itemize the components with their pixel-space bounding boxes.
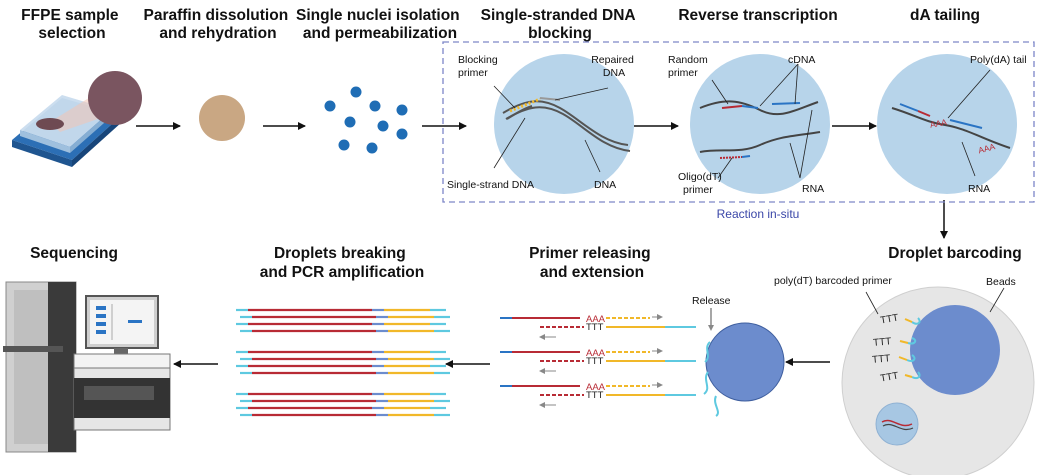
da-leaders <box>947 69 991 177</box>
label-repaired-dna: Repaired DNA <box>591 54 637 79</box>
label-oligo-dt: Oligo(dT) primer <box>678 171 725 196</box>
svg-text:TTT: TTT <box>586 390 604 401</box>
svg-text:AAA: AAA <box>977 141 996 155</box>
isolated-nuclei <box>324 86 408 154</box>
svg-text:AAA: AAA <box>586 348 606 359</box>
reaction-insitu-label: Reaction in-situ <box>717 207 800 221</box>
svg-text:AAA: AAA <box>586 382 606 393</box>
sequencer-illustration <box>3 281 171 453</box>
label-release: Release <box>692 295 731 307</box>
rt-leaders <box>711 63 813 179</box>
da-tailing-cell: AAA AAA <box>877 54 1017 194</box>
step-title-primer: Primer releasing and extension <box>529 245 655 281</box>
svg-text:TTT: TTT <box>872 353 891 366</box>
reaction-insitu-box <box>442 41 1035 203</box>
label-polydt-barcoded-primer: poly(dT) barcoded primer <box>774 275 892 287</box>
label-beads: Beads <box>986 276 1016 288</box>
primer-release-molecules <box>703 308 785 417</box>
svg-text:TTT: TTT <box>586 322 604 333</box>
svg-text:TTT: TTT <box>879 371 899 385</box>
label-rna-rt: RNA <box>802 183 824 195</box>
svg-text:AAA: AAA <box>929 117 948 130</box>
step-title-da: dA tailing <box>910 7 980 24</box>
step-title-seq: Sequencing <box>30 245 118 262</box>
label-random-primer: Random primer <box>668 54 711 79</box>
label-blocking-primer: Blocking primer <box>458 54 501 79</box>
ssdna-cell <box>494 54 634 194</box>
ffpe-block-illustration <box>12 71 142 167</box>
label-single-strand-dna: Single-strand DNA <box>447 179 534 191</box>
top-flow-arrows <box>136 122 948 368</box>
barcoding-droplet: TTT TTT TTT TTT <box>841 286 1035 475</box>
step-title-ssdna: Single-stranded DNA blocking <box>481 7 640 42</box>
ssdna-leaders <box>493 85 609 173</box>
rehydrated-sample <box>199 95 245 141</box>
svg-text:TTT: TTT <box>879 313 899 327</box>
svg-text:TTT: TTT <box>586 356 604 367</box>
primer-extension-rows: AAA TTT AAA TTT AAA <box>500 314 696 408</box>
step-title-barcoding: Droplet barcoding <box>888 245 1021 262</box>
step-title-nuclei: Single nuclei isolation and permeabiliza… <box>296 7 464 42</box>
label-cdna: cDNA <box>788 54 815 66</box>
label-polya-tail: Poly(dA) tail <box>970 54 1027 66</box>
svg-text:TTT: TTT <box>873 336 892 349</box>
step-title-paraffin: Paraffin dissolution and rehydration <box>144 7 293 42</box>
label-dna: DNA <box>594 179 616 191</box>
label-rna-da: RNA <box>968 183 990 195</box>
step-title-pcr: Droplets breaking and PCR amplification <box>260 245 425 281</box>
pcr-amplicons <box>236 308 450 417</box>
step-title-ffpe: FFPE sample selection <box>21 7 123 42</box>
step-title-rt: Reverse transcription <box>678 7 837 24</box>
svg-text:AAA: AAA <box>586 314 606 325</box>
